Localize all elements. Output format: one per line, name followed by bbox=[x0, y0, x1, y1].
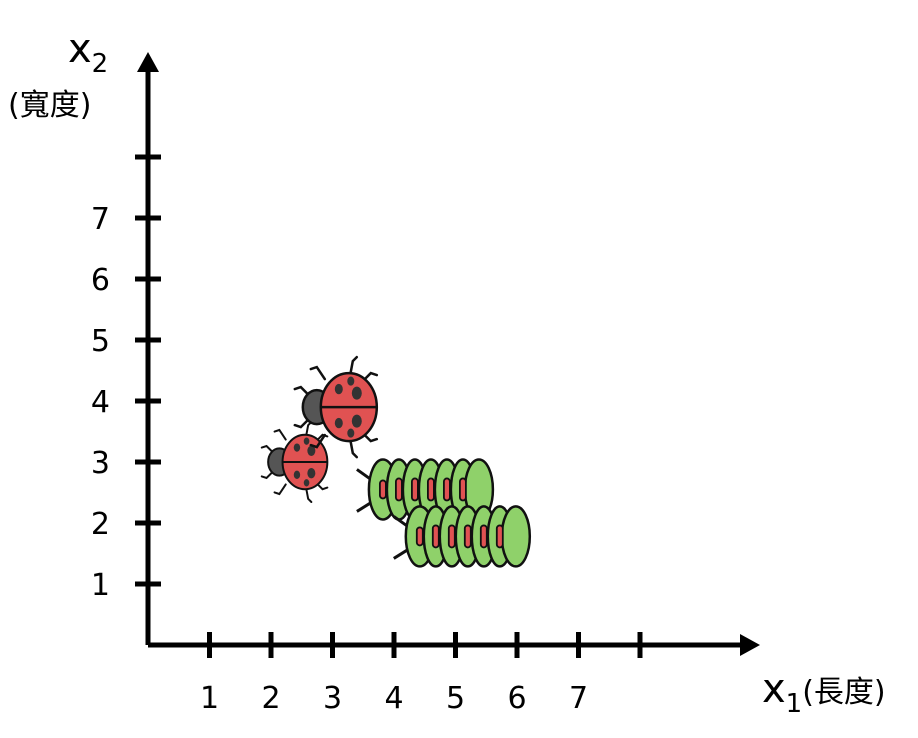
y-axis-var: x bbox=[68, 26, 92, 72]
y-tick-label: 5 bbox=[91, 324, 110, 359]
x-tick-label: 3 bbox=[323, 681, 342, 716]
y-tick-label: 7 bbox=[91, 202, 110, 237]
x-tick-label: 2 bbox=[261, 681, 280, 716]
y-axis-arrow bbox=[137, 52, 159, 72]
caterpillar-icon bbox=[356, 458, 495, 521]
y-tick-label: 4 bbox=[91, 385, 110, 420]
x-tick-label: 1 bbox=[200, 681, 219, 716]
ladybug-icon bbox=[293, 355, 379, 459]
x-axis-sub: 1 bbox=[786, 689, 803, 719]
x-axis-unit: (長度) bbox=[802, 675, 885, 710]
y-axis-unit: (寬度) bbox=[8, 88, 91, 123]
y-tick-label: 6 bbox=[91, 263, 110, 298]
x-tick-label: 6 bbox=[507, 681, 526, 716]
axes bbox=[137, 52, 760, 656]
caterpillar-icon bbox=[392, 505, 532, 568]
x-tick-label: 7 bbox=[569, 681, 588, 716]
x-axis-title: x1(長度) bbox=[762, 666, 886, 719]
y-axis-sub: 2 bbox=[92, 49, 109, 79]
x-tick-label: 5 bbox=[446, 681, 465, 716]
x-tick-label: 4 bbox=[384, 681, 403, 716]
y-tick-label: 3 bbox=[91, 446, 110, 481]
y-tick-label: 1 bbox=[91, 568, 110, 603]
y-tick-label: 2 bbox=[91, 507, 110, 542]
axis-titles: x2 (寬度) x1(長度) bbox=[8, 26, 886, 719]
y-axis-title: x2 bbox=[68, 26, 108, 79]
ladybug-icon bbox=[260, 420, 329, 504]
ticks: 1 2 3 4 5 6 7 1 2 3 4 5 6 7 bbox=[91, 154, 643, 716]
data-points bbox=[260, 355, 532, 568]
x-axis-var: x bbox=[762, 666, 786, 712]
x-axis-arrow bbox=[740, 634, 760, 656]
